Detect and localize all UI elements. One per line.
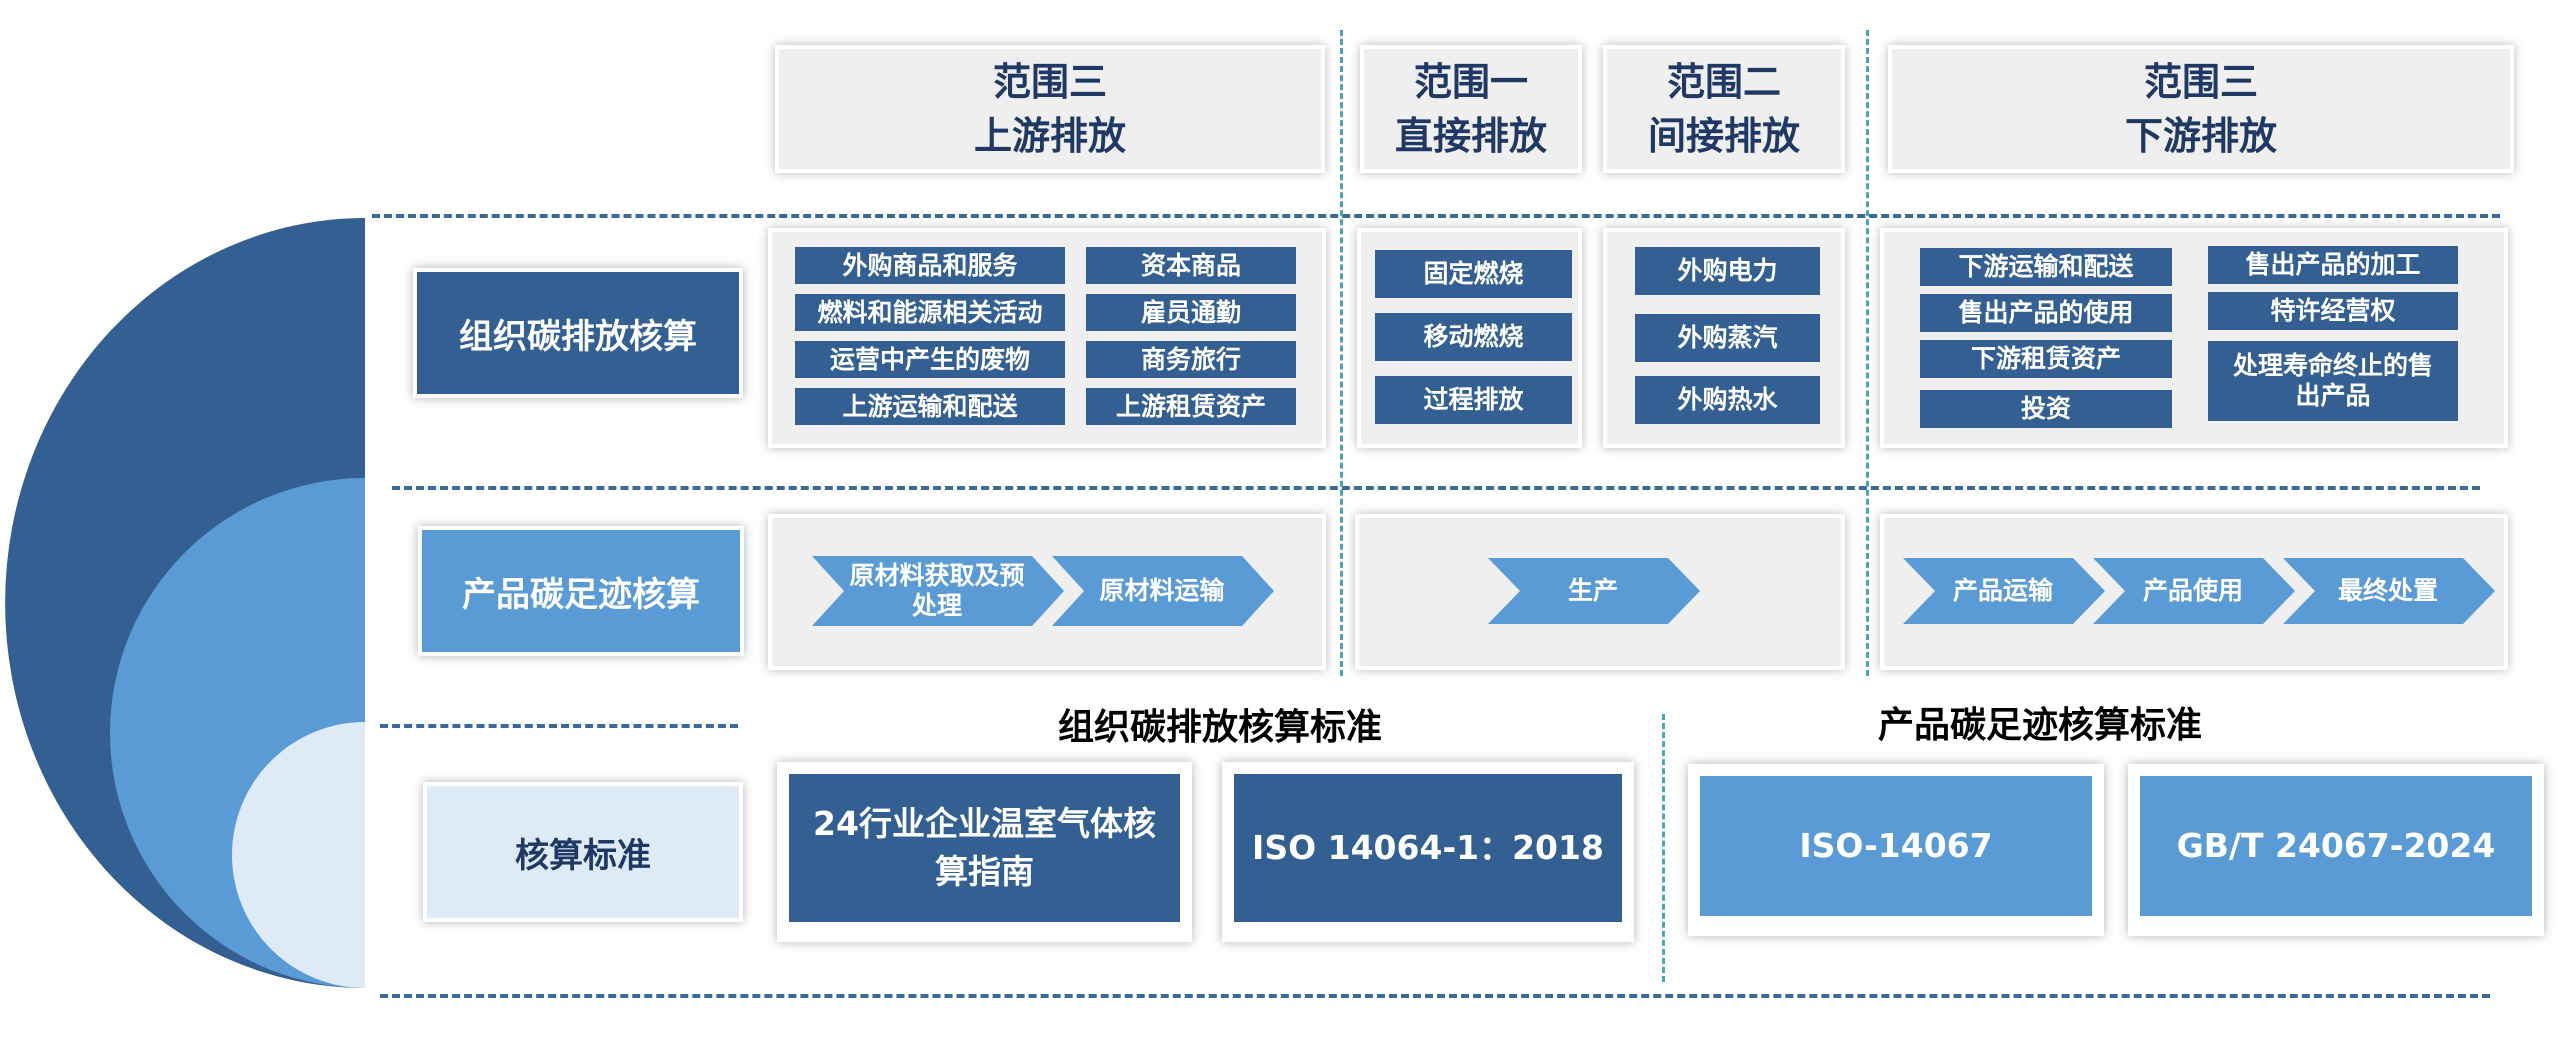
process-step-label: 产品使用 bbox=[2142, 576, 2243, 605]
dashed-divider-middle bbox=[392, 486, 2480, 490]
dashed-divider-top bbox=[372, 214, 2500, 218]
dashed-divider-standards bbox=[380, 724, 738, 728]
emission-category: 下游租赁资产 bbox=[1920, 340, 2172, 378]
standard-name: 24行业企业温室气体核算指南 bbox=[789, 774, 1180, 922]
process-step-arrow: 生产 bbox=[1488, 558, 1700, 624]
scope1-header: 范围一 直接排放 bbox=[1360, 45, 1582, 173]
emission-category: 运营中产生的废物 bbox=[795, 341, 1065, 378]
header-line1: 范围二 bbox=[1666, 60, 1781, 104]
standard-card: GB/T 24067-2024 bbox=[2128, 764, 2544, 936]
product-standards-title: 产品碳足迹核算标准 bbox=[1877, 705, 2202, 746]
process-step-label: 原材料获取及预处理 bbox=[849, 561, 1025, 620]
emission-category: 移动燃烧 bbox=[1375, 313, 1572, 361]
process-step-label: 产品运输 bbox=[1952, 576, 2053, 605]
emission-category: 外购热水 bbox=[1635, 376, 1820, 424]
emission-category: 下游运输和配送 bbox=[1920, 248, 2172, 286]
scope3-downstream-header: 范围三 下游排放 bbox=[1888, 45, 2514, 173]
row-label-org: 组织碳排放核算 bbox=[413, 268, 743, 398]
emission-category: 上游运输和配送 bbox=[795, 388, 1065, 425]
process-step-label: 原材料运输 bbox=[1099, 576, 1225, 605]
standard-card: 24行业企业温室气体核算指南 bbox=[777, 762, 1192, 942]
emission-category: 特许经营权 bbox=[2208, 292, 2458, 330]
nested-arc-graphic bbox=[5, 218, 366, 988]
process-step-arrow: 产品使用 bbox=[2093, 558, 2295, 624]
header-line1: 范围三 bbox=[992, 60, 1107, 104]
standard-name: ISO-14067 bbox=[1700, 776, 2092, 916]
header-line2: 上游排放 bbox=[973, 114, 1126, 158]
dashed-divider-scope3 bbox=[1866, 30, 1869, 676]
emission-category: 过程排放 bbox=[1375, 376, 1572, 424]
emission-category: 上游租赁资产 bbox=[1086, 388, 1296, 425]
dashed-divider-bottom bbox=[380, 994, 2490, 998]
emission-category: 外购电力 bbox=[1635, 247, 1820, 295]
standard-name: ISO 14064-1：2018 bbox=[1234, 774, 1622, 922]
org-standards-title: 组织碳排放核算标准 bbox=[1057, 707, 1382, 748]
scope3-upstream-header: 范围三 上游排放 bbox=[775, 45, 1325, 173]
scope2-header: 范围二 间接排放 bbox=[1603, 45, 1845, 173]
dashed-divider-scope1 bbox=[1340, 30, 1343, 676]
header-line2: 间接排放 bbox=[1647, 114, 1800, 158]
emission-category: 雇员通勤 bbox=[1086, 294, 1296, 331]
process-step-arrow: 原材料获取及预处理 bbox=[812, 556, 1064, 626]
header-line1: 范围三 bbox=[2143, 60, 2258, 104]
emission-category: 商务旅行 bbox=[1086, 341, 1296, 378]
emission-category: 外购商品和服务 bbox=[795, 247, 1065, 284]
header-line2: 下游排放 bbox=[2124, 114, 2277, 158]
emission-category: 处理寿命终止的售出产品 bbox=[2208, 341, 2458, 421]
emission-category: 售出产品的加工 bbox=[2208, 246, 2458, 284]
process-step-arrow: 原材料运输 bbox=[1052, 556, 1274, 626]
header-line1: 范围一 bbox=[1413, 60, 1528, 104]
process-step-arrow: 产品运输 bbox=[1903, 558, 2105, 624]
row-label-standards: 核算标准 bbox=[423, 782, 743, 922]
emission-category: 投资 bbox=[1920, 390, 2172, 428]
process-step-label: 生产 bbox=[1567, 576, 1618, 605]
emission-category: 售出产品的使用 bbox=[1920, 294, 2172, 332]
arc-standards bbox=[232, 722, 365, 988]
header-line2: 直接排放 bbox=[1394, 114, 1547, 158]
emission-category: 外购蒸汽 bbox=[1635, 314, 1820, 362]
emission-category: 资本商品 bbox=[1086, 247, 1296, 284]
standard-card: ISO 14064-1：2018 bbox=[1222, 762, 1634, 942]
standard-name: GB/T 24067-2024 bbox=[2140, 776, 2532, 916]
process-step-arrow: 最终处置 bbox=[2283, 558, 2495, 624]
emission-category: 固定燃烧 bbox=[1375, 250, 1572, 298]
standard-card: ISO-14067 bbox=[1688, 764, 2104, 936]
process-step-label: 最终处置 bbox=[2337, 576, 2438, 605]
emission-category: 燃料和能源相关活动 bbox=[795, 294, 1065, 331]
dashed-divider-standards-vertical bbox=[1662, 714, 1665, 982]
row-label-product: 产品碳足迹核算 bbox=[418, 526, 744, 656]
